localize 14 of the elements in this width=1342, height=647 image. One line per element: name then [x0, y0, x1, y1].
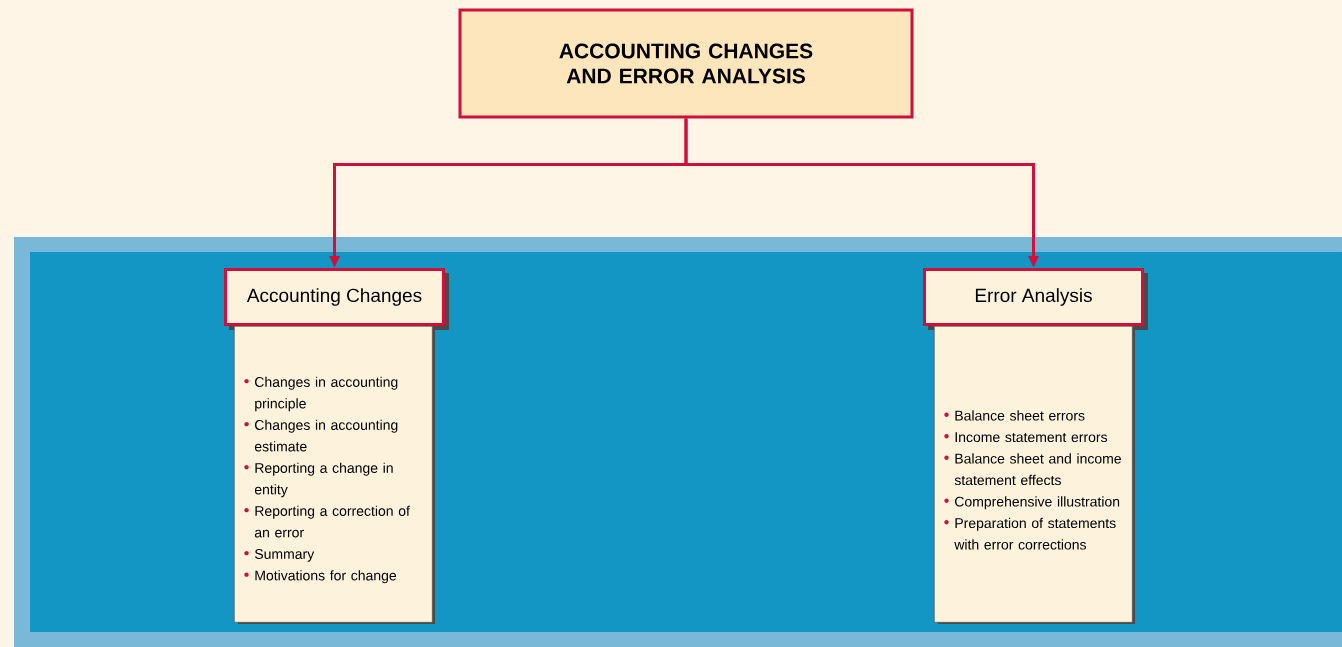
- list-item: Changes in accounting principle: [244, 376, 398, 412]
- list-item: Changes in accounting estimate: [244, 419, 398, 452]
- list-item: Balance sheet errors: [944, 410, 1085, 421]
- list-item: Motivations for change: [244, 570, 397, 584]
- list-item: Preparation of statements with error corrections: [944, 517, 1116, 550]
- list-item: Summary: [244, 549, 315, 562]
- list-item: Balance sheet and income statement effects: [944, 453, 1121, 486]
- list-item: Reporting a change in entity: [244, 462, 393, 498]
- list-item: Comprehensive illustration: [944, 496, 1120, 510]
- list-item: Income statement errors: [944, 432, 1108, 443]
- list-item: Reporting a correction of an error: [244, 505, 410, 538]
- heading-box: Error Analysis: [923, 268, 1148, 330]
- title-box: ACCOUNTING CHANGES AND ERROR ANALYSIS: [458, 8, 914, 119]
- heading-box: Accounting Changes: [224, 268, 449, 330]
